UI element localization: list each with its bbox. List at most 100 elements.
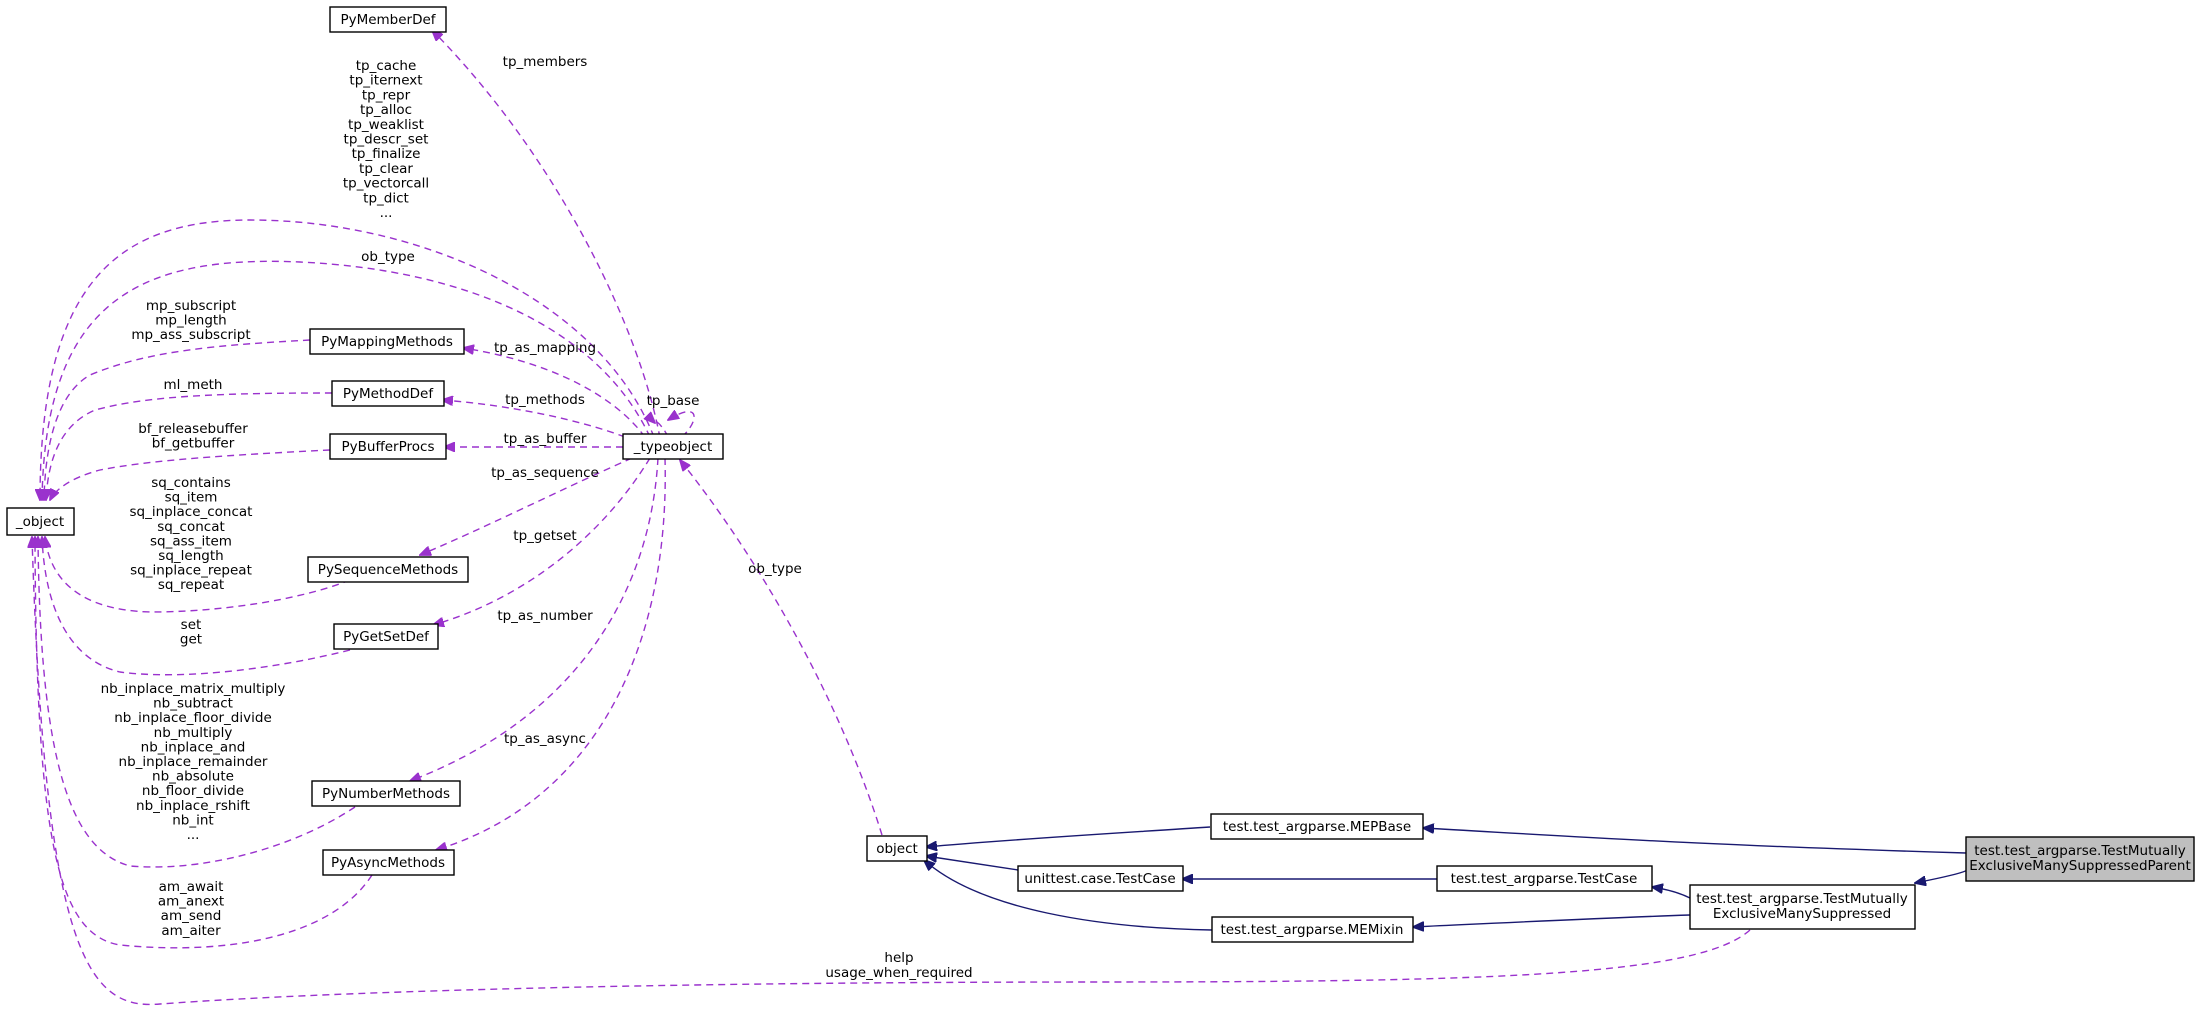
- label-line: test.test_argparse.TestMutually: [1696, 891, 1907, 907]
- label-line: tp_finalize: [352, 146, 421, 162]
- label-ml-meth: ml_meth: [164, 377, 223, 393]
- node-label: PySequenceMethods: [318, 562, 458, 578]
- nodes: PyMemberDef PyMappingMethods PyMethodDef…: [6, 6, 2195, 943]
- node-mepbase[interactable]: test.test_argparse.MEPBase: [1210, 813, 1424, 840]
- node-pyasyncmethods[interactable]: PyAsyncMethods: [322, 849, 455, 876]
- edge-sequence-to-object: [45, 537, 351, 613]
- node-pymethoddef[interactable]: PyMethodDef: [331, 380, 445, 407]
- node-object-struct[interactable]: _object: [6, 507, 75, 536]
- edge-tp-as-number: [410, 457, 659, 781]
- node-label: PyBufferProcs: [342, 439, 435, 455]
- edge-tp-methods: [442, 400, 626, 438]
- label-line: bf_getbuffer: [152, 436, 235, 452]
- node-label: PyMemberDef: [340, 12, 436, 28]
- label-line: test.test_argparse.TestMutually: [1974, 843, 2185, 859]
- edge-memixin-to-object: [924, 860, 1213, 931]
- label-line: mp_subscript: [146, 298, 236, 314]
- node-argparse-testcase[interactable]: test.test_argparse.TestCase: [1436, 865, 1653, 892]
- node-pymemberdef[interactable]: PyMemberDef: [329, 6, 447, 33]
- edge-suppressed-to-argparse-testcase: [1652, 887, 1691, 899]
- label-tp-as-buffer: tp_as_buffer: [504, 431, 587, 447]
- edge-tp-base-loop: [668, 412, 695, 438]
- node-label: PyGetSetDef: [343, 629, 430, 645]
- label-line: mp_ass_subscript: [131, 327, 250, 343]
- node-label: test.test_argparse.MEPBase: [1223, 819, 1411, 835]
- label-line: sq_repeat: [158, 577, 224, 593]
- node-label: PyNumberMethods: [322, 786, 450, 802]
- node-label: _object: [15, 514, 64, 530]
- node-label: PyAsyncMethods: [331, 855, 445, 871]
- node-object[interactable]: object: [866, 835, 928, 862]
- label-line: tp_iternext: [349, 73, 422, 89]
- node-label: PyMethodDef: [343, 386, 434, 402]
- label-tp-members: tp_members: [503, 54, 588, 70]
- label-line: ExclusiveManySuppressed: [1713, 906, 1891, 922]
- label-line: sq_inplace_repeat: [130, 563, 252, 579]
- node-memixin[interactable]: test.test_argparse.MEMixin: [1211, 916, 1414, 943]
- member-edges: [32, 30, 1751, 1006]
- label-line: tp_repr: [362, 87, 411, 103]
- edge-getset-to-object: [42, 537, 351, 676]
- label-line: am_anext: [158, 894, 224, 910]
- label-line: sq_contains: [151, 475, 231, 491]
- label-line: nb_inplace_rshift: [136, 798, 250, 814]
- node-typeobject[interactable]: _typeobject: [622, 433, 724, 460]
- label-line: nb_inplace_remainder: [119, 754, 268, 770]
- label-line: nb_inplace_floor_divide: [114, 710, 272, 726]
- node-label: PyMappingMethods: [321, 334, 453, 350]
- label-line: usage_when_required: [825, 965, 972, 981]
- node-pymappingmethods[interactable]: PyMappingMethods: [309, 328, 465, 355]
- label-line: tp_alloc: [360, 102, 412, 118]
- label-line: tp_cache: [356, 58, 417, 74]
- label-line: tp_clear: [359, 161, 413, 177]
- node-label: test.test_argparse.TestCase: [1451, 871, 1638, 887]
- edge-typeobject-to-object-1: [40, 219, 655, 500]
- edge-tp-members: [432, 30, 661, 439]
- label-ob-type-typeobject: ob_type: [748, 561, 802, 577]
- label-line: nb_inplace_and: [141, 739, 246, 755]
- label-line: sq_length: [158, 548, 223, 564]
- inheritance-edges: [924, 827, 1970, 931]
- label-line: get: [180, 632, 202, 648]
- node-unittest-testcase[interactable]: unittest.case.TestCase: [1017, 865, 1184, 892]
- label-line: am_await: [159, 879, 224, 895]
- edge-typeobject-self-a: [654, 421, 669, 438]
- edge-tp-getset: [433, 457, 651, 625]
- node-label: unittest.case.TestCase: [1024, 871, 1175, 887]
- label-line: nb_floor_divide: [142, 783, 244, 799]
- edge-number-to-object: [38, 537, 356, 868]
- label-tp-base: tp_base: [647, 393, 700, 409]
- node-label: object: [876, 841, 918, 857]
- node-pybufferprocs[interactable]: PyBufferProcs: [329, 433, 447, 460]
- label-line: tp_weaklist: [348, 117, 424, 133]
- node-label: _typeobject: [633, 439, 713, 455]
- label-line: tp_vectorcall: [343, 176, 429, 192]
- label-tp-as-mapping: tp_as_mapping: [494, 340, 596, 356]
- edge-parent-to-suppressed: [1915, 866, 1970, 883]
- label-line: set: [181, 617, 202, 633]
- label-line: bf_releasebuffer: [138, 421, 248, 437]
- label-tp-as-number: tp_as_number: [497, 608, 593, 624]
- label-line: sq_inplace_concat: [130, 504, 253, 520]
- node-pynumbermethods[interactable]: PyNumberMethods: [311, 780, 461, 807]
- node-pysequencemethods[interactable]: PySequenceMethods: [307, 556, 469, 583]
- label-tp-as-sequence: tp_as_sequence: [491, 465, 599, 481]
- label-line: sq_concat: [157, 519, 225, 535]
- edge-tp-as-async: [436, 457, 666, 850]
- node-pygetsetdef[interactable]: PyGetSetDef: [333, 623, 439, 650]
- edge-object-ob-type: [680, 460, 883, 836]
- edge-unittest-to-object: [926, 856, 1019, 871]
- label-line: mp_length: [155, 313, 227, 329]
- edge-async-to-object: [35, 537, 373, 949]
- label-line: sq_ass_item: [150, 533, 232, 549]
